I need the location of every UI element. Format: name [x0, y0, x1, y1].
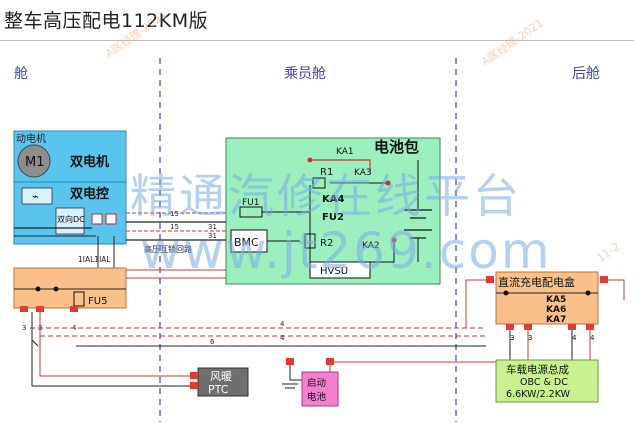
dc-pin-4: 4: [590, 334, 595, 342]
pin-31-b: 31: [208, 232, 217, 240]
hvsu-label: HVSU: [320, 266, 348, 277]
dc-pin-1: 3: [510, 334, 514, 342]
ctrl-icon: ⌁: [32, 190, 39, 203]
ka3-label: KA3: [354, 168, 372, 178]
r1-label: R1: [320, 167, 333, 178]
fu2-label: FU2: [322, 212, 344, 223]
starter-line2: 电池: [307, 391, 327, 403]
dcdc-box: [55, 207, 85, 235]
dc-pin-3: 4: [572, 334, 577, 342]
hvsu-box: [309, 261, 371, 279]
fu5-fuse: [73, 291, 85, 307]
label-dual-ctrl: 双电控: [70, 186, 109, 202]
page-title: 整车高压配电112KM版: [4, 10, 209, 32]
fu5-label: FU5: [88, 296, 107, 307]
label-dual-motor: 双电机: [70, 154, 109, 170]
ka5-label: KA5: [546, 295, 566, 305]
motor-m1: [17, 144, 51, 178]
obc-box: [495, 359, 599, 403]
pin-15-b: 15: [170, 223, 179, 231]
ptc-line2: PTC: [208, 383, 229, 396]
dcdc-label: 双向DC: [57, 214, 85, 224]
bmc-label: BMC: [234, 236, 259, 249]
dc-pin-2: 3: [528, 334, 532, 342]
title-divider: [0, 40, 634, 41]
dc-box: [495, 271, 599, 325]
zone-label-middle: 乘员舱: [284, 66, 326, 82]
battery-pack-title: 电池包: [374, 138, 419, 156]
starter-battery-box: [301, 371, 339, 407]
r2-resistor: [304, 233, 316, 249]
motor-module-header: 动电机: [16, 132, 46, 145]
left-pin-1: 3: [22, 324, 26, 332]
motor-m1-label: M1: [25, 155, 45, 170]
motor-pin-labels: 1IAL1IAL: [78, 255, 111, 264]
dc-box-title: 直流充电配电盒: [498, 275, 575, 289]
ka1-contact: [307, 157, 313, 163]
r1-resistor: [312, 177, 326, 189]
left-dist-box: [13, 267, 127, 309]
ka4-label: KA4: [322, 194, 344, 205]
obc-line1: 车载电源总成: [506, 363, 569, 376]
wire-pin-2: 4: [280, 334, 285, 342]
ctrl-small-box: [21, 187, 53, 205]
zone-label-right: 后舱: [572, 66, 600, 82]
pin-31-a: 31: [208, 223, 217, 231]
pin-15-a: 15: [170, 210, 179, 218]
wire-pin-3: 6: [210, 338, 215, 346]
ka6-label: KA6: [546, 305, 566, 315]
zone-label-left: 舱: [14, 66, 28, 82]
starter-line1: 启动: [307, 377, 326, 389]
motor-connector-b: [105, 213, 117, 225]
ptc-box: [197, 367, 249, 397]
ka1-label: KA1: [336, 147, 354, 157]
ka7-label: KA7: [546, 315, 566, 325]
fu1-label: FU1: [242, 198, 260, 208]
r2-label: R2: [320, 238, 333, 249]
obc-line2: OBC & DC: [520, 377, 568, 388]
ka2-label: KA2: [362, 241, 380, 251]
motor-connector-a: [91, 213, 103, 225]
obc-line3: 6.6KW/2.2KW: [506, 389, 571, 400]
ptc-line1: 风暖: [210, 370, 232, 383]
wire-pin-1: 4: [280, 320, 285, 328]
interlock-label: 高压互锁回路: [144, 244, 192, 254]
